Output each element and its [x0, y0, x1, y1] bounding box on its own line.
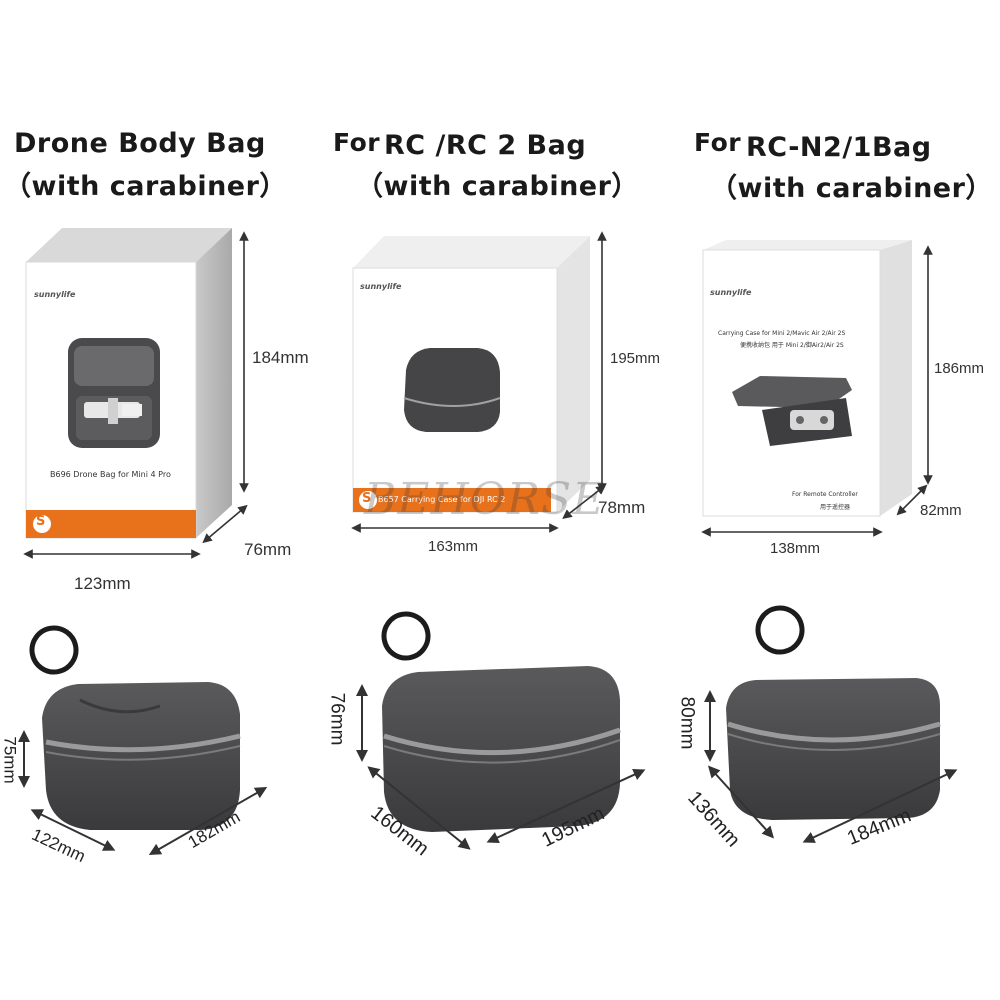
box3-depth-dim: 82mm	[920, 502, 962, 519]
col2-title: RC /RC 2 Bag	[384, 130, 587, 161]
box1-depth-dim: 76mm	[244, 540, 292, 559]
col2-subtitle: （with carabiner）	[356, 171, 639, 202]
case3-height-dim: 80mm	[676, 696, 698, 750]
box-1	[25, 228, 232, 539]
box2-depth-dim: 78mm	[598, 498, 646, 517]
box3-footer-line1: For Remote Controller	[792, 491, 858, 498]
col1-title: Drone Body Bag	[14, 128, 266, 159]
case1-height-dim: 75mm	[0, 736, 20, 784]
col3-subtitle: （with carabiner）	[710, 173, 993, 204]
box2-badge: S	[362, 491, 372, 506]
watermark: BEHORSE	[364, 474, 606, 525]
box2-brand: sunnylife	[360, 282, 402, 291]
box2-height-dim: 195mm	[610, 350, 661, 367]
box3-footer-line2: 用于遥控器	[820, 504, 851, 511]
box-2	[352, 236, 590, 513]
col3-title: RC-N2/1Bag	[746, 132, 932, 163]
col2-title-prefix: For	[333, 128, 381, 157]
case-3	[726, 605, 941, 820]
box3-label-line2: 便携收纳包 用于 Mini 2/御Air2/Air 2S	[740, 342, 844, 349]
box1-label: B696 Drone Bag for Mini 4 Pro	[50, 470, 171, 479]
box1-width-dim: 123mm	[74, 574, 131, 593]
box1-height-dim: 184mm	[252, 348, 309, 367]
box3-width-dim: 138mm	[770, 540, 821, 557]
col3-title-prefix: For	[694, 128, 742, 157]
box1-badge: S	[36, 514, 46, 529]
box3-label-line1: Carrying Case for Mini 2/Mavic Air 2/Air…	[718, 330, 846, 337]
box3-brand: sunnylife	[710, 288, 752, 297]
case2-height-dim: 76mm	[326, 692, 348, 746]
box2-label: B657 Carrying Case for DJI RC 2	[378, 495, 506, 504]
case-1	[29, 625, 241, 830]
box3-height-dim: 186mm	[934, 360, 985, 377]
box-3	[702, 240, 912, 517]
box2-width-dim: 163mm	[428, 538, 479, 555]
col1-subtitle: （with carabiner）	[4, 171, 287, 202]
box1-brand: sunnylife	[34, 290, 76, 299]
